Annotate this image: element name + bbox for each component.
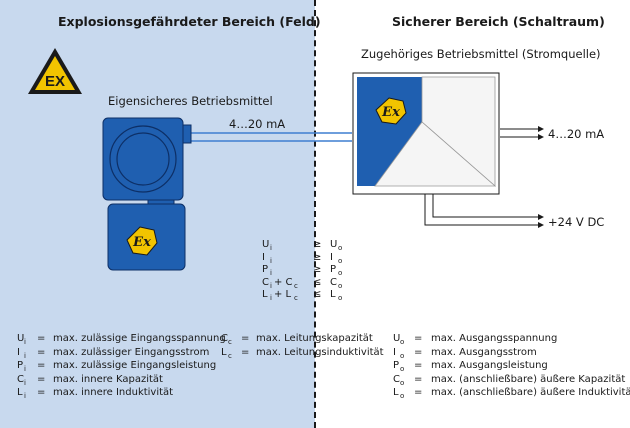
safe-area-title: Sicherer Bereich (Schaltraum) bbox=[392, 14, 605, 29]
legend-symbol: U bbox=[393, 333, 401, 344]
legend-description: max. Leitungsinduktivität bbox=[256, 346, 384, 358]
legend-equals: = bbox=[241, 346, 250, 358]
condition-lhs-symbol: U bbox=[262, 239, 270, 250]
legend-description: max. zulässige Eingangsspannung bbox=[53, 333, 226, 344]
legend-symbol: I bbox=[17, 346, 20, 358]
condition-rhs-symbol: P bbox=[330, 264, 337, 275]
condition-operator: ≥ bbox=[313, 239, 322, 250]
legend-description: max. zulässiger Eingangsstrom bbox=[53, 346, 210, 358]
condition-rhs-subscript: o bbox=[338, 269, 343, 277]
condition-lhs-extra-subscript: c bbox=[294, 294, 298, 302]
legend-description: max. Leitungskapazität bbox=[256, 333, 373, 344]
legend-description: max. innere Induktivität bbox=[53, 387, 174, 398]
condition-rhs-symbol: U bbox=[330, 239, 338, 250]
legend-symbol-subscript: i bbox=[24, 378, 26, 387]
supply-voltage-label: +24 V DC bbox=[548, 215, 605, 229]
legend-equals: = bbox=[414, 346, 423, 358]
legend-symbol-subscript: o bbox=[400, 338, 405, 346]
legend-equals: = bbox=[37, 346, 46, 358]
legend-symbol-subscript: i bbox=[24, 392, 26, 400]
legend-symbol: L bbox=[221, 346, 227, 358]
legend-equals: = bbox=[37, 373, 46, 385]
field-device-ex-mark: Ex bbox=[132, 235, 151, 250]
legend-description: max. (anschließbare) äußere Induktivität bbox=[431, 387, 630, 398]
legend-description: max. Ausgangsstrom bbox=[431, 346, 537, 358]
legend-description: max. Ausgangsleistung bbox=[431, 360, 548, 371]
warning-sign-text: EX bbox=[45, 73, 65, 90]
legend-equals: = bbox=[37, 360, 46, 371]
legend-symbol: P bbox=[17, 360, 24, 371]
condition-lhs-subscript: i bbox=[270, 244, 272, 252]
condition-rhs-subscript: o bbox=[338, 294, 343, 302]
field-device-icon: Ex bbox=[102, 117, 192, 271]
legend-symbol: L bbox=[17, 387, 23, 398]
condition-rhs-symbol: L bbox=[330, 289, 336, 300]
legend-symbol: U bbox=[17, 333, 25, 344]
condition-lhs-extra: + C bbox=[274, 276, 293, 288]
legend-symbol: P bbox=[393, 360, 400, 371]
condition-rhs-symbol: I bbox=[330, 251, 333, 263]
condition-operator: ≥ bbox=[313, 264, 322, 275]
condition-lhs-extra: + L bbox=[274, 289, 292, 300]
legend-equals: = bbox=[241, 333, 250, 344]
associated-device-ex-mark: Ex bbox=[381, 105, 400, 120]
legend-symbol-subscript: c bbox=[228, 338, 232, 346]
condition-rhs-subscript: o bbox=[338, 281, 343, 290]
associated-device-icon: Ex bbox=[352, 72, 500, 195]
condition-lhs-symbol: I bbox=[262, 251, 265, 263]
field-device-label: Eigensicheres Betriebsmittel bbox=[108, 94, 273, 108]
legend-symbol: C bbox=[393, 373, 400, 385]
condition-lhs-symbol: P bbox=[262, 264, 269, 275]
condition-lhs-extra-subscript: c bbox=[294, 281, 298, 290]
associated-device-label: Zugehöriges Betriebsmittel (Stromquelle) bbox=[361, 47, 601, 61]
condition-rhs-subscript: o bbox=[338, 256, 343, 265]
legend-description: max. Ausgangsspannung bbox=[431, 333, 558, 344]
legend-equals: = bbox=[37, 387, 46, 398]
legend-symbol-subscript: i bbox=[24, 351, 26, 360]
legend-symbol: I bbox=[393, 346, 396, 358]
legend-description: max. innere Kapazität bbox=[53, 373, 163, 385]
output-signal-label: 4…20 mA bbox=[548, 127, 605, 141]
legend-symbol: C bbox=[17, 373, 24, 385]
condition-lhs-subscript: i bbox=[270, 256, 272, 265]
condition-lhs-subscript: i bbox=[270, 269, 272, 277]
condition-lhs-subscript: i bbox=[270, 281, 272, 290]
legend-equals: = bbox=[414, 387, 423, 398]
condition-rhs-symbol: C bbox=[330, 276, 337, 288]
legend-symbol: L bbox=[393, 387, 399, 398]
condition-operator: ≥ bbox=[313, 251, 322, 263]
legend-symbol-subscript: i bbox=[24, 338, 26, 346]
legend-symbol-subscript: o bbox=[400, 351, 405, 360]
legend-description: max. zulässige Eingangsleistung bbox=[53, 360, 217, 371]
hazardous-area-title: Explosionsgefährdeter Bereich (Feld) bbox=[58, 14, 321, 29]
ex-warning-triangle-icon: EX bbox=[28, 48, 82, 94]
legend-symbol-subscript: c bbox=[228, 351, 232, 360]
zone-divider bbox=[314, 0, 316, 428]
condition-operator: ≤ bbox=[313, 289, 322, 300]
loop-signal-label: 4…20 mA bbox=[229, 117, 286, 131]
legend-equals: = bbox=[37, 333, 46, 344]
legend-description: max. (anschließbare) äußere Kapazität bbox=[431, 373, 626, 385]
condition-operator: ≤ bbox=[313, 276, 322, 288]
legend-symbol-subscript: o bbox=[400, 392, 405, 400]
legend-equals: = bbox=[414, 373, 423, 385]
condition-lhs-symbol: L bbox=[262, 289, 268, 300]
condition-lhs-symbol: C bbox=[262, 276, 269, 288]
legend-equals: = bbox=[414, 360, 423, 371]
legend-symbol: C bbox=[221, 333, 228, 344]
condition-rhs-subscript: o bbox=[338, 244, 343, 252]
condition-lhs-subscript: i bbox=[270, 294, 272, 302]
legend-symbol-subscript: i bbox=[24, 365, 26, 373]
legend-symbol-subscript: o bbox=[400, 378, 405, 387]
legend-symbol-subscript: o bbox=[400, 365, 405, 373]
legend-equals: = bbox=[414, 333, 423, 344]
